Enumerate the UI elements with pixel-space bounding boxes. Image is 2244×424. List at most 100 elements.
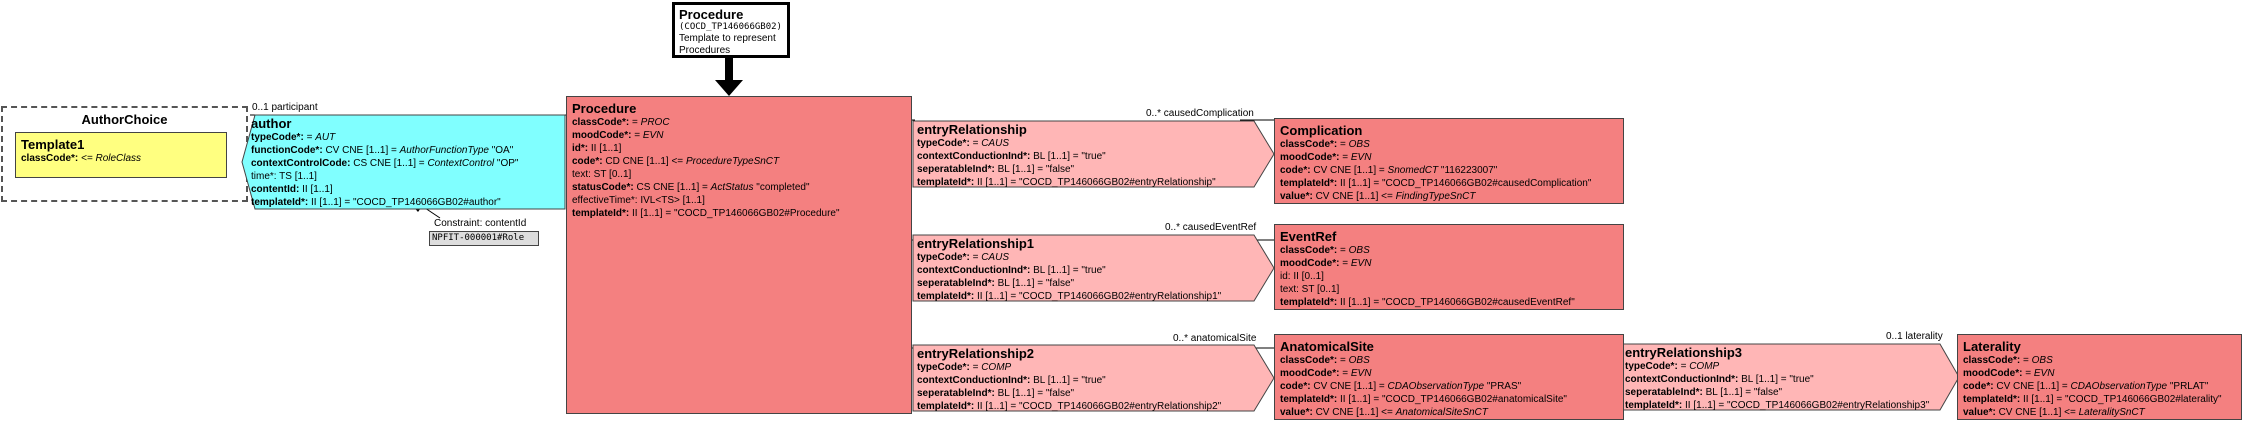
attr-name: classCode*: [1963,355,2021,366]
er3-label: 0..1 laterality [1886,331,1943,342]
attr-value-suffix: "116223007" [1438,165,1498,176]
author-choice-box: AuthorChoice Template1 classCode*: <= Ro… [1,106,248,202]
attr-line: templateId*: II [1..1] = "COCD_TP146066G… [251,196,518,209]
attr-value: = [1342,368,1351,379]
attr-value: CV CNE [1..1] <= [1315,191,1396,202]
attr-line: statusCode*: CS CNE [1..1] = ActStatus "… [572,181,906,194]
attr-value: CV CNE [1..1] = [1313,165,1388,176]
attr-line: classCode*: = OBS [1280,354,1618,367]
attr-name: templateId*: [1280,178,1338,189]
attr-value: CD CNE [1..1] <= [605,156,686,167]
attr-type: EVN [642,130,664,141]
attr-line: typeCode*: = CAUS [917,251,1221,264]
author-choice-title: AuthorChoice [81,112,168,127]
attr-line: code*: CD CNE [1..1] <= ProcedureTypeSnC… [572,155,906,168]
attr-name: templateId*: [1625,400,1683,411]
attr-type: EVN [1350,152,1372,163]
attr-value: II [1..1] [590,143,622,154]
attr-value: II [1..1] = "COCD_TP146066GB02#entryRela… [977,291,1222,302]
attr-value: time*: TS [1..1] [251,171,317,182]
attr-value: BL [1..1] = "false" [1705,387,1783,398]
attr-value-suffix: "completed" [753,182,810,193]
attr-name: typeCode*: [917,138,970,149]
attr-line: classCode*: = OBS [1280,244,1618,257]
attr-name: typeCode*: [1625,361,1678,372]
attr-line: code*: CV CNE [1..1] = CDAObservationTyp… [1280,380,1618,393]
attr-name: seperatableInd*: [1625,387,1703,398]
attr-name: seperatableInd*: [917,164,995,175]
attr-type: AnatomicalSiteSnCT [1395,407,1488,418]
constraint-label: Constraint: contentId [434,218,527,229]
attr-value: = [972,138,982,149]
attr-line: effectiveTime*: IVL<TS> [1..1] [572,194,906,207]
attr-line: contextConductionInd*: BL [1..1] = "true… [917,374,1221,387]
attr-value: II [1..1] = "COCD_TP146066GB02#lateralit… [2023,394,2222,405]
attr-name: contextConductionInd*: [917,265,1031,276]
attr-type: OBS [1348,355,1370,366]
attr-name: id*: [572,143,589,154]
attr-line: templateId*: II [1..1] = "COCD_TP146066G… [572,207,906,220]
attr-type: CAUS [981,138,1009,149]
attr-name: classCode*: [1280,355,1338,366]
attr-value: II [1..1] = "COCD_TP146066GB02#entryRela… [1685,400,1930,411]
attr-type: ContextControl [427,158,495,169]
attr-name: typeCode*: [251,132,304,143]
er3-title: entryRelationship3 [1625,345,1743,360]
author-title: author [251,116,292,131]
attr-value: BL [1..1] = "false" [997,388,1075,399]
er1-title: entryRelationship1 [917,236,1035,251]
attr-type: EVN [1350,368,1372,379]
attr-value: = [972,252,982,263]
attr-value: effectiveTime*: IVL<TS> [1..1] [572,195,705,206]
attr-value: = [1340,355,1349,366]
attr-name: value*: [1280,407,1313,418]
attr-line: typeCode*: = COMP [1625,360,1929,373]
attr-name: code*: [572,156,603,167]
attr-name: templateId*: [1280,394,1338,405]
attr-line: id*: II [1..1] [572,142,906,155]
attr-line: seperatableInd*: BL [1..1] = "false" [917,277,1221,290]
procedure-title: Procedure [572,101,637,116]
attr-value: II [1..1] [302,184,333,195]
laterality-title: Laterality [1963,339,2021,354]
attr-line: templateId*: II [1..1] = "COCD_TP146066G… [917,176,1216,189]
attr-name: templateId*: [572,208,630,219]
attr-value-suffix: "OP" [494,158,519,169]
attr-type: EVN [1350,258,1372,269]
attr-name: functionCode*: [251,145,323,156]
complication-title: Complication [1280,123,1363,138]
attr-line: id: II [0..1] [1280,270,1618,283]
attr-name: moodCode*: [572,130,632,141]
entry-arrow-shaft [725,58,733,84]
attr-value: = [2025,368,2034,379]
eventref-title: EventRef [1280,229,1337,244]
attr-value: = [1680,361,1690,372]
attr-line: text: ST [0..1] [572,168,906,181]
author-shape [241,114,566,210]
attr-type: FindingTypeSnCT [1395,191,1476,202]
attr-type: AUT [315,132,336,143]
attr-name: contextConductionInd*: [917,151,1031,162]
attr-name: classCode*: [1280,139,1338,150]
attr-value: II [1..1] = "COCD_TP146066GB02#causedCom… [1340,178,1592,189]
attr-value: BL [1..1] = "true" [1033,151,1106,162]
attr-line: moodCode*: = EVN [1963,367,2236,380]
anatomicalsite-title: AnatomicalSite [1280,339,1374,354]
attr-value: CV CNE [1..1] = [1996,381,2071,392]
attr-value: CV CNE [1..1] <= [1315,407,1396,418]
attr-name: moodCode*: [1280,258,1340,269]
attr-name: code*: [1963,381,1994,392]
attr-line: classCode*: = OBS [1963,354,2236,367]
attr-value: BL [1..1] = "true" [1033,265,1106,276]
attr-line: seperatableInd*: BL [1..1] = "false" [917,163,1216,176]
